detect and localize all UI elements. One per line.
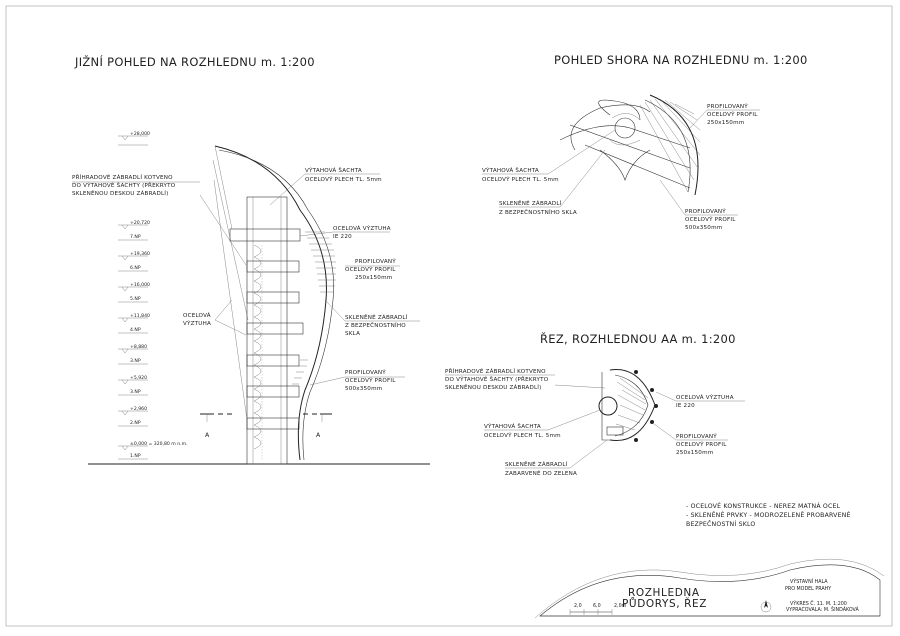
note-line-1: - OCELOVÉ KONSTRUKCE - NEREZ MATNÁ OCEL [686, 501, 841, 510]
level-floor: 6.NP [130, 265, 141, 271]
section-label-brace: OCELOVÁ VÝZTUHA IE 220 [676, 394, 736, 409]
curved-steel-profile [214, 145, 336, 461]
south-elevation: JIŽNÍ POHLED NA ROZHLEDNU m. 1:200 [72, 54, 430, 465]
level-markers: +28,000 +20,720 7.NP +19,360 6.NP +16,00… [118, 131, 188, 460]
section-aa: ŘEZ, ROZHLEDNOU AA m. 1:200 PŘÍHRADOVÉ Z… [445, 331, 745, 477]
level-value: +19,360 [130, 251, 150, 257]
note-line-2: - SKLENĚNÉ PRVKY - MODROZELENĚ PROBARVEN… [686, 510, 851, 519]
level-value: +8,880 [130, 344, 147, 350]
label-profile: PROFILOVANÝ OCELOVÝ PROFIL 250x150mm [345, 258, 398, 281]
stamp-author: VYPRACOVALA: M. ŠINDÁKOVÁ [786, 606, 860, 613]
elevation-labels: PŘÍHRADOVÉ ZÁBRADLÍ KOTVENO DO VÝTAHOVÉ … [72, 167, 420, 392]
section-label-profile: PROFILOVANÝ OCELOVÝ PROFIL 250x150mm [676, 433, 729, 456]
section-label-railing: PŘÍHRADOVÉ ZÁBRADLÍ KOTVENO DO VÝTAHOVÉ … [445, 367, 550, 391]
stamp-title-2: PŮDORYS, ŘEZ [622, 597, 707, 610]
floor-slabs [229, 228, 304, 430]
level-floor: 4.NP [130, 327, 141, 333]
level-floor: 3.NP [130, 358, 141, 364]
level-floor: 2.NP [130, 420, 141, 426]
level-floor: 1.NP [130, 453, 141, 459]
elevation-title: JIŽNÍ POHLED NA ROZHLEDNU m. 1:200 [74, 54, 315, 69]
stamp-project-2: PRO MODEL PRAHY [785, 586, 831, 592]
level-floor: 5.NP [130, 296, 141, 302]
stamp-project-1: VÝSTAVNÍ HALA [790, 578, 828, 585]
section-mark-left: A [205, 432, 210, 439]
plan-drawing [559, 94, 701, 196]
label-railing: PŘÍHRADOVÉ ZÁBRADLÍ KOTVENO DO VÝTAHOVÉ … [72, 173, 177, 197]
plan-label-profile2: PROFILOVANÝ OCELOVÝ PROFIL 500x350mm [685, 208, 738, 231]
section-label-shaft: VÝTAHOVÁ ŠACHTA OCELOVÝ PLECH TL. 5mm [484, 423, 561, 439]
label-profile2: PROFILOVANÝ OCELOVÝ PROFIL 500x350mm [345, 369, 398, 392]
top-view: POHLED SHORA NA ROZHLEDNU m. 1:200 PROFI… [482, 53, 808, 231]
braces [212, 145, 249, 421]
level-value: +11,840 [130, 313, 150, 319]
north-arrow-icon [760, 600, 772, 613]
level-floor: 7.NP [130, 234, 141, 240]
label-brace: OCELOVÁ VÝZTUHA IE 220 [333, 225, 393, 240]
scale-bar: 2,0 6,0 2,0m [569, 603, 627, 615]
label-shaft: VÝTAHOVÁ ŠACHTA OCELOVÝ PLECH TL. 5mm [305, 167, 382, 183]
sheet-frame [5, 5, 893, 627]
level-value: ±0,000 = 320,80 m n.m. [130, 441, 188, 447]
section-marks: A A [200, 413, 332, 439]
section-labels: PŘÍHRADOVÉ ZÁBRADLÍ KOTVENO DO VÝTAHOVÉ … [445, 367, 745, 477]
level-value: +20,720 [130, 220, 150, 226]
stamp-sheet: VÝKRES Č. 11. M. 1:200 [790, 600, 847, 607]
plan-label-profile: PROFILOVANÝ OCELOVÝ PROFIL 250x150mm [707, 103, 760, 126]
section-drawing [598, 368, 658, 442]
plan-title: POHLED SHORA NA ROZHLEDNU m. 1:200 [554, 53, 808, 67]
plan-labels: PROFILOVANÝ OCELOVÝ PROFIL 250x150mm VÝT… [482, 103, 760, 231]
level-value: +2,960 [130, 406, 147, 412]
level-value: +16,000 [130, 282, 150, 288]
stamp-title-1: ROZHLEDNA [628, 587, 700, 599]
section-label-glass: SKLENĚNÉ ZÁBRADLÍ ZABARVENÉ DO ZELENA [505, 460, 577, 477]
scale-tick: 2,0 [574, 603, 582, 609]
material-notes: - OCELOVÉ KONSTRUKCE - NEREZ MATNÁ OCEL … [686, 501, 851, 528]
scale-tick: 6,0 [593, 603, 601, 609]
section-mark-right: A [316, 432, 321, 439]
plan-label-shaft: VÝTAHOVÁ ŠACHTA OCELOVÝ PLECH TL. 5mm [482, 167, 559, 183]
title-stamp: ROZHLEDNA PŮDORYS, ŘEZ VÝSTAVNÍ HALA PRO… [534, 558, 885, 619]
level-floor: 3.NP [130, 389, 141, 395]
scale-tick: 2,0m [614, 603, 627, 609]
label-steel-brace: OCELOVÁ VÝZTUHA [183, 312, 213, 327]
section-title: ŘEZ, ROZHLEDNOU AA m. 1:200 [540, 331, 736, 346]
note-line-3: BEZPEČNOSTNÍ SKLO [686, 519, 755, 528]
label-glass: SKLENĚNÉ ZÁBRADLÍ Z BEZPEČNOSTNÍHO SKLA [345, 313, 410, 337]
shaft-circle [598, 396, 618, 416]
plan-label-glass: SKLENĚNÉ ZÁBRADLÍ Z BEZPEČNOSTNÍHO SKLA [499, 199, 577, 216]
spiral-stairs [253, 244, 263, 460]
level-value: +28,000 [130, 131, 150, 137]
level-value: +5,920 [130, 375, 147, 381]
